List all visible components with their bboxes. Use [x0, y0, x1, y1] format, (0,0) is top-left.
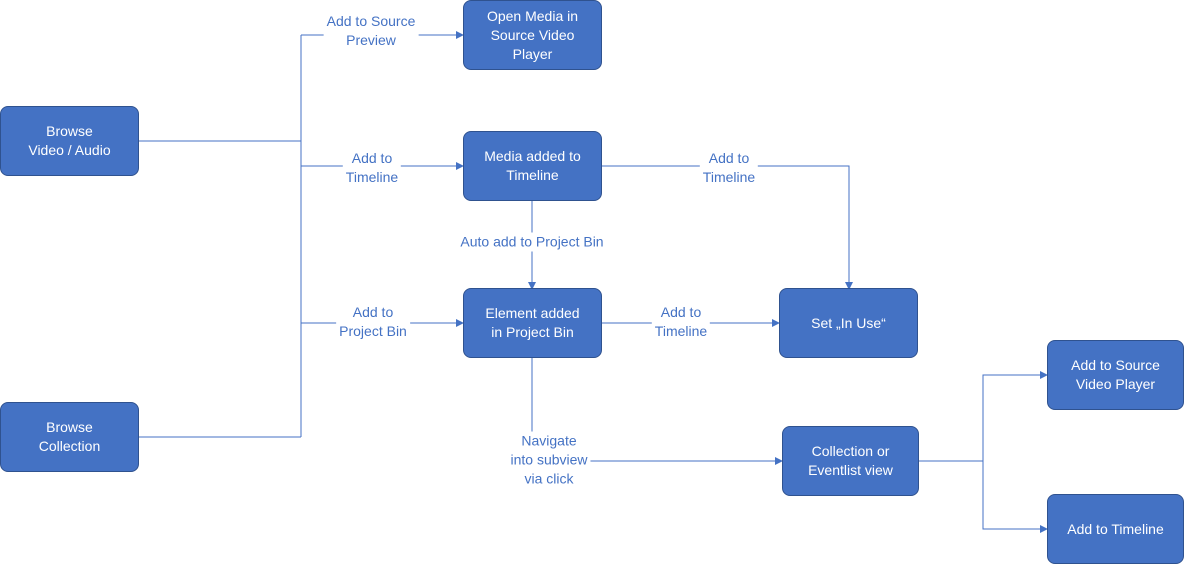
node-media-added-timeline: Media added to Timeline — [463, 131, 602, 201]
node-open-media-source-player: Open Media in Source Video Player — [463, 0, 602, 70]
edge-label-add-timeline-3: Add to Timeline — [651, 303, 711, 341]
connector-timeline-to-in-use — [601, 165, 853, 290]
edge-label-add-project-bin: Add to Project Bin — [336, 303, 410, 341]
edge-label-add-source-preview: Add to Source Preview — [323, 12, 419, 50]
edge-label-navigate-subview: Navigate into subview via click — [507, 431, 591, 489]
node-browse-video-audio: Browse Video / Audio — [0, 106, 139, 176]
node-add-source-video-player: Add to Source Video Player — [1047, 340, 1184, 410]
node-collection-eventlist-view: Collection or Eventlist view — [782, 426, 919, 496]
connector-to-add-source-player — [982, 371, 1048, 461]
node-set-in-use: Set „In Use“ — [779, 288, 918, 358]
edge-label-add-timeline-2: Add to Timeline — [699, 149, 759, 187]
edge-label-auto-add-project-bin: Auto add to Project Bin — [457, 232, 607, 252]
node-browse-collection: Browse Collection — [0, 402, 139, 472]
node-element-added-project-bin: Element added in Project Bin — [463, 288, 602, 358]
connector-to-add-timeline — [982, 461, 1048, 533]
node-add-to-timeline-final: Add to Timeline — [1047, 494, 1184, 564]
edge-label-add-timeline-1: Add to Timeline — [342, 149, 402, 187]
